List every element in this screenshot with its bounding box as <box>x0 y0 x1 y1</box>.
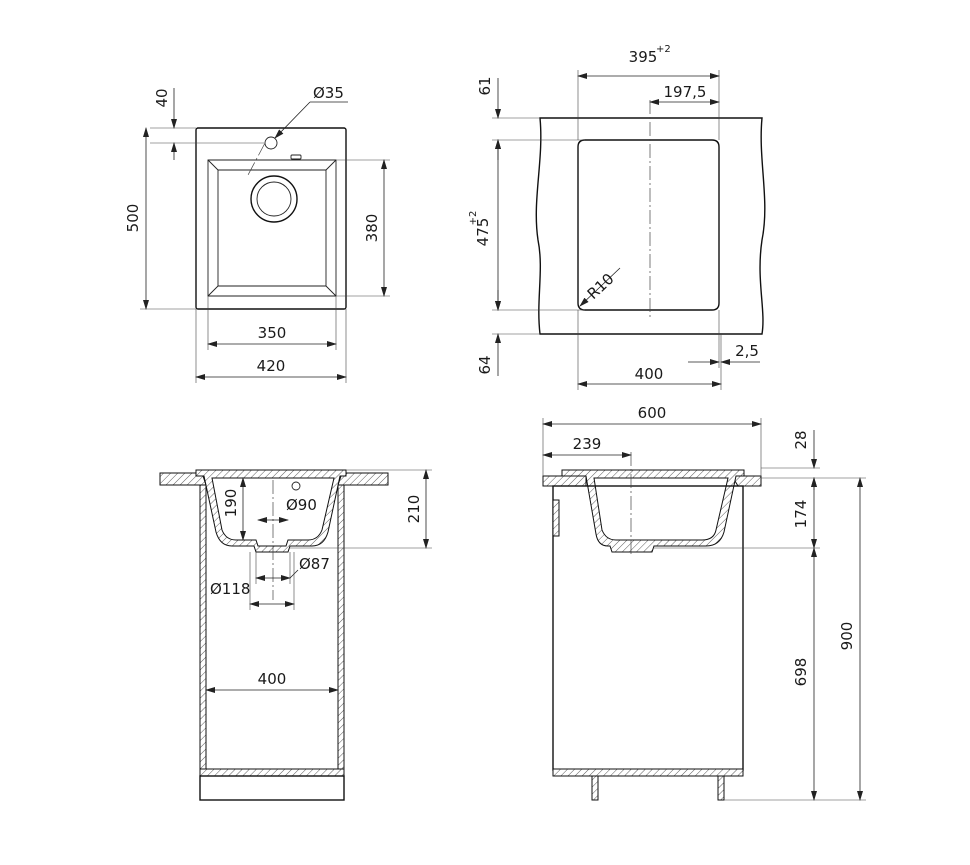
sink-outline <box>195 127 347 310</box>
dim-bottom-margin: 64 <box>476 355 494 374</box>
bowl-outer-rim <box>207 159 337 297</box>
side-rail <box>552 499 560 537</box>
drain-outer <box>250 175 298 223</box>
dim-cabinet-width: 400 <box>635 365 664 383</box>
dim-outlet-diameter: Ø87 <box>299 555 330 573</box>
dim-cabinet-inner-width: 400 <box>258 670 287 688</box>
side-section: 600 239 28 174 698 900 <box>542 404 866 801</box>
countertop-outline <box>535 117 766 335</box>
tap-hole <box>264 136 278 150</box>
cutout-opening <box>577 139 720 311</box>
overflow-hole <box>291 481 301 491</box>
dim-cabinet-height: 698 <box>792 658 810 687</box>
cabinet-wall-left <box>199 484 207 776</box>
cabinet-bottom <box>199 768 345 777</box>
dim-overall-depth: 500 <box>124 204 142 233</box>
front-section: 190 210 Ø90 Ø87 Ø118 400 <box>159 469 432 801</box>
dim-cutout-width-tol: +2 <box>656 44 671 55</box>
side-leg-right <box>717 775 725 801</box>
dim-drain-offset: 239 <box>573 435 602 453</box>
dim-tap-offset: 40 <box>153 88 171 107</box>
top-view: 40 Ø35 500 380 350 420 <box>124 84 390 383</box>
dim-half-width: 197,5 <box>664 83 707 101</box>
dim-bowl-width: 350 <box>258 324 287 342</box>
dim-bowl-depth-inner: 190 <box>222 489 240 518</box>
side-leg-left <box>591 775 599 801</box>
dim-side-overall-depth: 600 <box>638 404 667 422</box>
dim-overall-width: 420 <box>257 357 286 375</box>
dim-cutout-depth: 475 <box>474 218 492 247</box>
dim-bowl-depth: 380 <box>363 214 381 243</box>
dim-total-height: 900 <box>838 622 856 651</box>
drain-inner <box>256 181 292 217</box>
cutout-view: 395 +2 197,5 61 475 +2 64 R10 400 2,5 <box>468 44 766 390</box>
side-countertop-right <box>731 475 762 487</box>
overflow-slot <box>290 154 302 160</box>
bowl-inner <box>217 169 327 287</box>
side-countertop-left <box>542 475 587 487</box>
dim-offset: 2,5 <box>735 342 759 360</box>
dim-bowl-height: 174 <box>792 500 810 529</box>
dim-drain-diameter: Ø90 <box>286 496 317 514</box>
dim-tap-diameter: Ø35 <box>313 84 344 102</box>
dim-cutout-width: 395 <box>629 48 658 66</box>
side-cabinet-body <box>552 485 744 771</box>
dim-rim-height: 28 <box>792 430 810 449</box>
dim-top-margin: 61 <box>476 76 494 95</box>
dim-flange-diameter: Ø118 <box>210 580 250 598</box>
cabinet-plinth <box>199 775 345 801</box>
dim-cutout-depth-tol: +2 <box>468 211 479 226</box>
sink-shell <box>195 469 347 553</box>
cabinet-wall-right <box>337 484 345 776</box>
dim-bowl-depth-total: 210 <box>405 495 423 524</box>
side-cabinet-bottom <box>552 768 744 777</box>
side-sink-shell <box>561 469 745 553</box>
